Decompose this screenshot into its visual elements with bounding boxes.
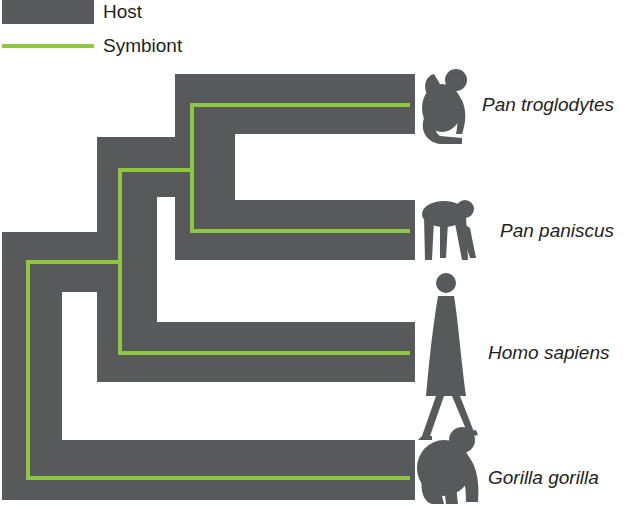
legend-line-sample [2, 44, 94, 48]
human-silhouette [418, 273, 478, 440]
species-label: Homo sapiens [488, 342, 609, 364]
species-name: Pan troglodytes [482, 94, 614, 116]
species-label: Pan paniscus [500, 220, 614, 242]
gorilla-silhouette [417, 427, 478, 504]
species-name: Pan paniscus [500, 220, 614, 242]
species-name: Homo sapiens [488, 342, 609, 364]
host-branch [32, 262, 415, 470]
species-label: Gorilla gorilla [488, 467, 599, 489]
legend-text: Symbiont [103, 35, 182, 57]
legend-entry: Symbiont [103, 35, 182, 57]
host-symbiont-trees [28, 104, 415, 478]
chimpanzee-silhouette [422, 69, 467, 144]
legend-text: Host [103, 1, 142, 23]
ape-silhouettes [417, 69, 478, 504]
symbiont-branch [28, 262, 410, 478]
host-branch [127, 167, 415, 352]
legend-entry: Host [103, 1, 142, 23]
symbiont-branch [192, 105, 410, 231]
bonobo-silhouette [422, 200, 476, 260]
species-label: Pan troglodytes [482, 94, 614, 116]
symbiont-branch [120, 170, 410, 353]
host-branch [205, 104, 415, 230]
legend-swatch [2, 0, 94, 24]
species-name: Gorilla gorilla [488, 467, 599, 489]
